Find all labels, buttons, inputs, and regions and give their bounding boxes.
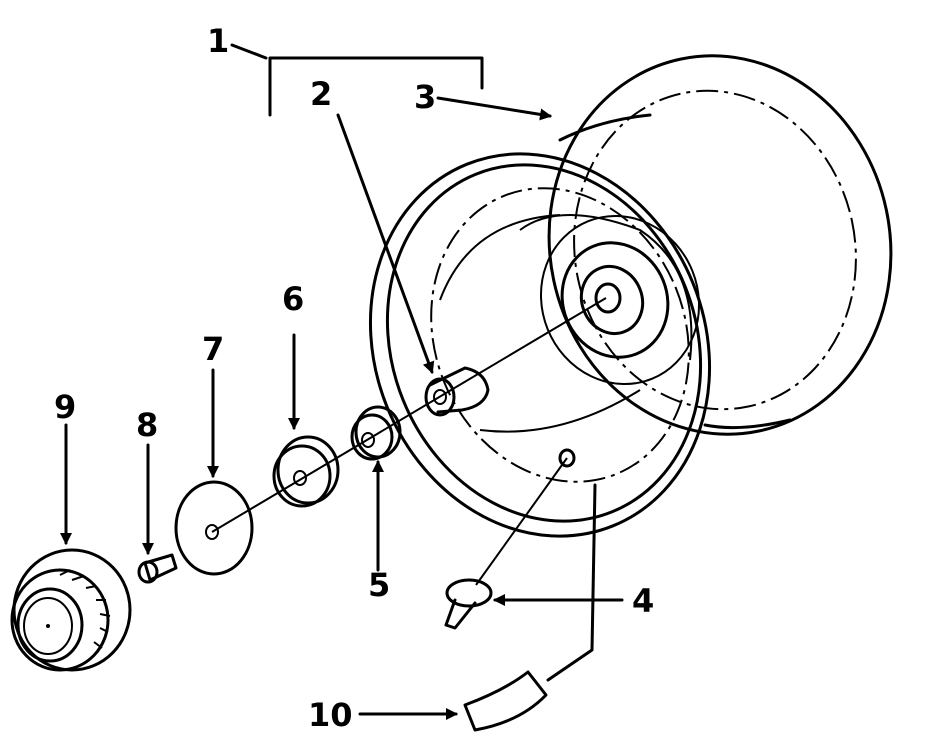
tire-section (463, 483, 597, 732)
callout-lines (60, 43, 624, 720)
callout-6: 6 (282, 280, 304, 318)
callout-9: 9 (54, 388, 76, 426)
valve-stem (444, 448, 576, 630)
bolt (137, 553, 178, 584)
bearing-large (272, 435, 340, 508)
hub-cap (10, 548, 132, 672)
front-wheel-half (368, 152, 712, 538)
bearing (350, 405, 402, 461)
spacer-tube (424, 366, 490, 417)
callout-5: 5 (368, 566, 390, 604)
callout-1: 1 (207, 22, 229, 60)
wheel-hub (539, 214, 701, 386)
callout-3: 3 (414, 78, 436, 116)
washer (174, 480, 254, 576)
callout-7: 7 (202, 330, 224, 368)
axle-centerline (211, 297, 607, 533)
callout-2: 2 (310, 75, 332, 113)
rear-wheel-half (547, 54, 893, 436)
callout-4: 4 (632, 582, 654, 620)
callout-10: 10 (308, 696, 353, 734)
callout-8: 8 (136, 406, 158, 444)
